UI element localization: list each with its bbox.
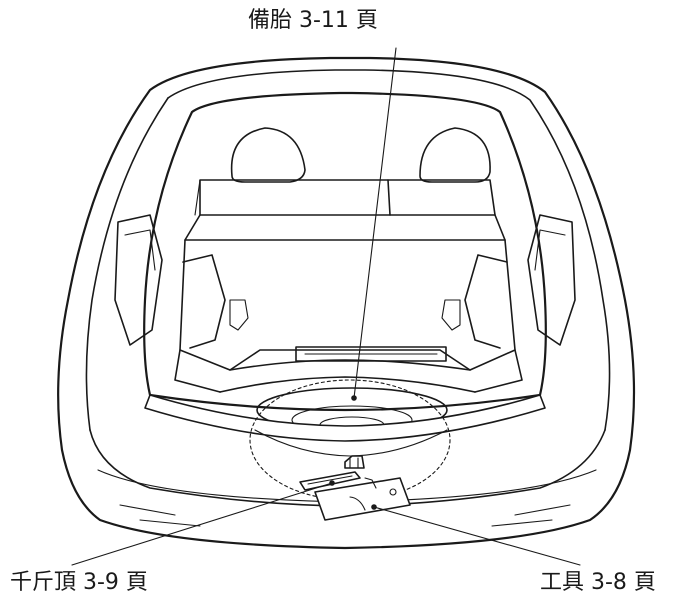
headrest-right	[419, 127, 491, 183]
tool-kit-component	[314, 477, 411, 521]
trunk-floor	[174, 239, 523, 393]
leader-line-jack	[71, 480, 335, 566]
trunk-sill	[144, 394, 546, 442]
rear-seatback	[184, 179, 506, 241]
callout-tools: 工具 3-8 頁	[540, 570, 656, 595]
tail-light-right	[527, 214, 576, 346]
tail-light-left	[114, 214, 163, 346]
leader-line-spare-tire	[351, 47, 397, 401]
callout-spare-tire: 備胎 3-11 頁	[248, 8, 378, 33]
leader-line-tools	[371, 504, 581, 566]
jack-component	[299, 455, 365, 491]
callout-jack: 千斤頂 3-9 頁	[10, 570, 148, 595]
headrest-left	[230, 127, 306, 183]
